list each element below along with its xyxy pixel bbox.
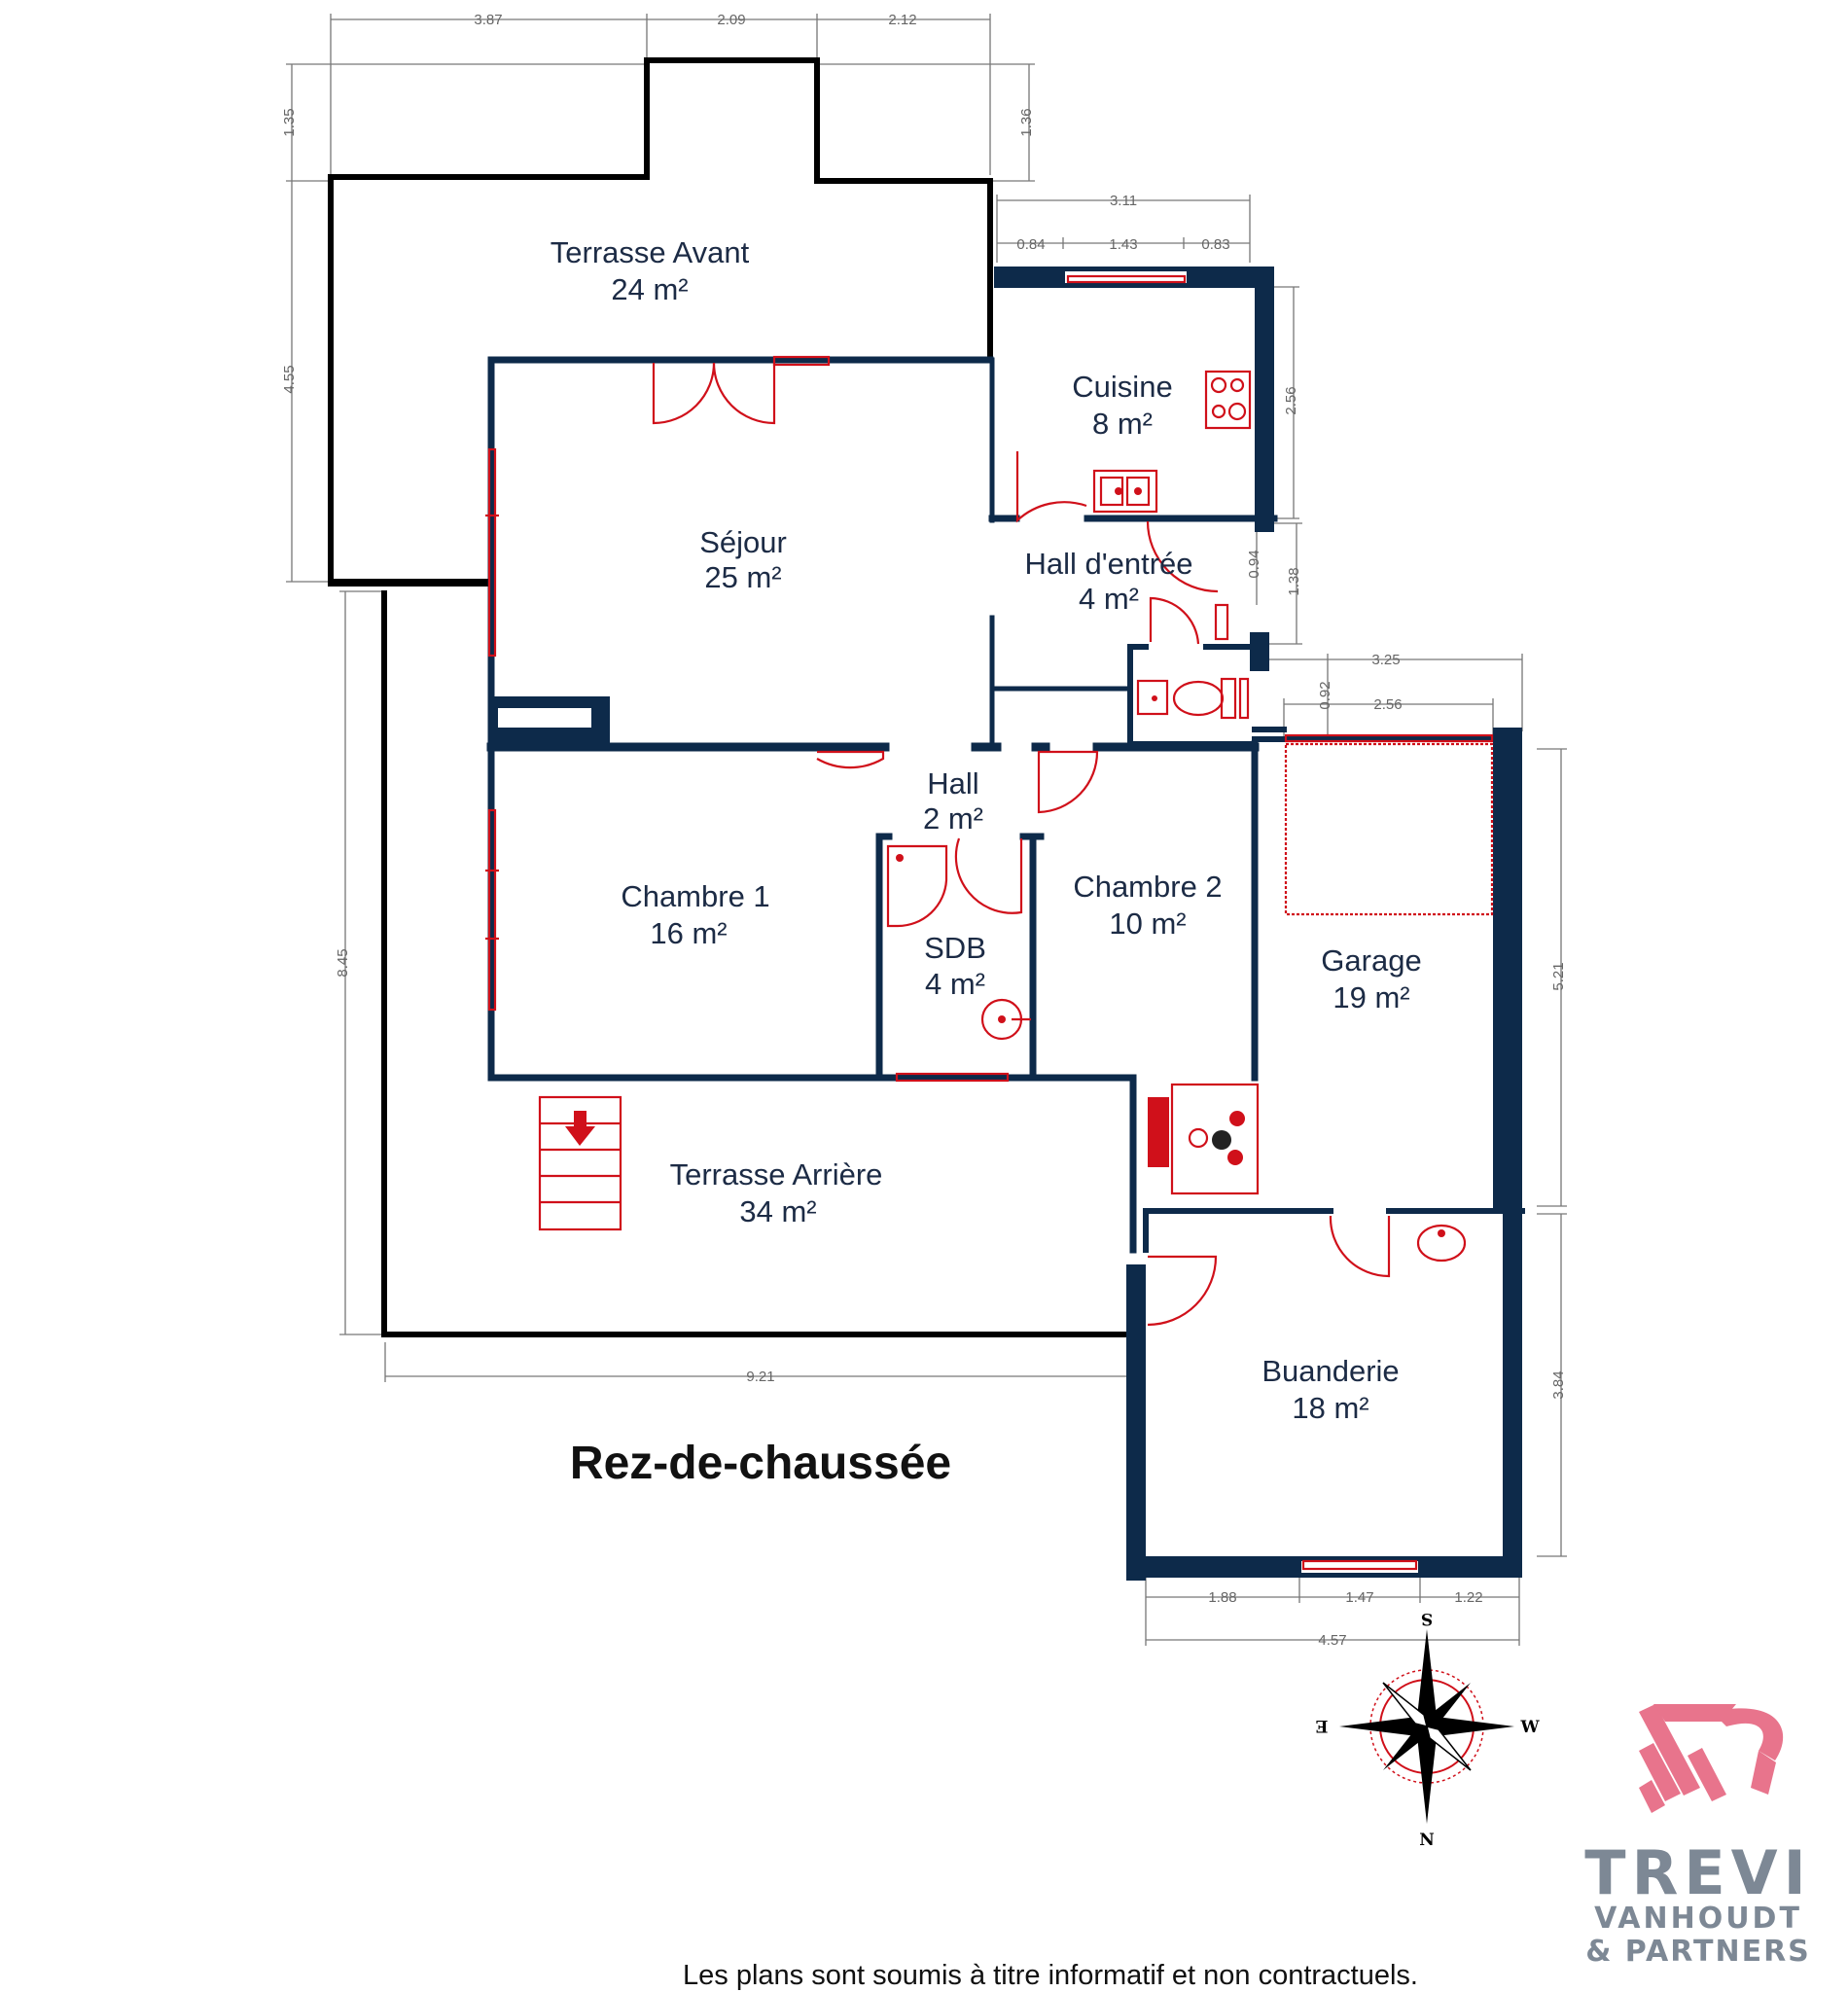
room-area-terrasse-arriere: 34 m² [739, 1194, 816, 1228]
room-area-hall: 2 m² [923, 801, 983, 836]
compass-rose-icon: S N E W [1315, 1609, 1540, 1850]
fixtures [485, 274, 1494, 1571]
room-area-buanderie: 18 m² [1292, 1391, 1368, 1425]
dim-top-right: 2.12 [888, 12, 916, 28]
room-name-hall-entree: Hall d'entrée [1024, 547, 1192, 581]
garage-wall-right [1493, 728, 1522, 1214]
logo-line2: VANHOUDT [1594, 1902, 1802, 1936]
house-walls [486, 267, 1525, 1581]
room-area-sdb: 4 m² [925, 967, 985, 1001]
wash-basin-icon [1416, 1224, 1467, 1263]
room-area-sejour: 25 m² [704, 560, 781, 594]
bathroom-window [895, 1072, 1010, 1083]
dim-kitchen-w1: 0.84 [1016, 236, 1045, 253]
boiler-icon [1148, 1083, 1260, 1195]
room-area-hall-entree: 4 m² [1079, 582, 1139, 616]
room-area-chambre-1: 16 m² [650, 916, 727, 950]
room-area-cuisine: 8 m² [1092, 407, 1153, 441]
room-name-sdb: SDB [924, 931, 986, 965]
wc-door [1149, 596, 1200, 645]
room-name-terrasse-avant: Terrasse Avant [551, 235, 750, 269]
room-name-hall: Hall [927, 766, 978, 800]
shower-icon [886, 844, 948, 928]
dim-hall-094: 0.94 [1246, 550, 1262, 578]
dim-rear-width: 9.21 [746, 1369, 774, 1385]
dimension-lines: 3.87 2.09 2.12 1.35 4.55 1.36 3.11 0.84 … [281, 12, 1567, 1649]
disclaimer-text: Les plans sont soumis à titre informatif… [683, 1960, 1418, 1991]
trevi-logo-mark-icon [1639, 1704, 1784, 1813]
car-space [1284, 742, 1494, 916]
room-name-terrasse-arriere: Terrasse Arrière [670, 1157, 883, 1192]
room-name-cuisine: Cuisine [1072, 370, 1172, 404]
kitchen-door [1015, 451, 1087, 523]
plan-title: Rez-de-chaussée [570, 1438, 951, 1489]
dim-top-mid: 2.09 [717, 12, 745, 28]
dim-top-left: 3.87 [474, 12, 502, 28]
bathroom-sink-icon [980, 998, 1031, 1041]
compass-w: W [1519, 1718, 1540, 1737]
laundry-ext-door [1147, 1255, 1218, 1327]
dim-laundry-w2: 1.47 [1345, 1589, 1373, 1606]
dim-kitchen-width: 3.11 [1110, 193, 1137, 209]
trevi-logo: TREVI VANHOUDT & PARTNERS [1584, 1704, 1811, 1969]
living-window [487, 447, 497, 658]
room-name-chambre-2: Chambre 2 [1073, 870, 1222, 904]
room-area-chambre-2: 10 m² [1109, 907, 1186, 941]
dim-left-bay: 1.35 [281, 108, 298, 136]
laundry-window [1301, 1559, 1418, 1571]
bedroom1-window [487, 808, 497, 1012]
room-area-garage: 19 m² [1333, 980, 1409, 1014]
room-name-garage: Garage [1321, 943, 1421, 978]
hall-door-right [1037, 750, 1099, 814]
compass-s: S [1421, 1609, 1433, 1628]
logo-line1: TREVI [1584, 1837, 1811, 1908]
stairs-icon [538, 1095, 622, 1231]
kitchen-window [1066, 274, 1187, 284]
dim-garage-depth: 5.21 [1550, 962, 1567, 990]
french-door [652, 362, 776, 425]
sink-icon [1092, 469, 1158, 514]
bathroom-door [954, 837, 1023, 914]
compass-n: N [1419, 1831, 1435, 1850]
room-name-chambre-1: Chambre 1 [621, 879, 769, 913]
terrace-outlines [328, 57, 1139, 1337]
dim-kitchen-depth: 2.56 [1283, 386, 1299, 414]
toilet-icon [1136, 677, 1250, 720]
dim-terrace-depth: 4.55 [281, 365, 298, 393]
hob-icon [1204, 370, 1252, 430]
entrance-door [1146, 520, 1219, 593]
logo-line3: & PARTNERS [1585, 1935, 1811, 1969]
dim-garage-width: 3.25 [1371, 652, 1400, 668]
dim-kitchen-w3: 0.83 [1201, 236, 1229, 253]
room-area-terrasse-avant: 24 m² [611, 272, 688, 306]
compass-e: E [1315, 1716, 1328, 1735]
room-name-sejour: Séjour [699, 525, 787, 559]
dim-hall-138: 1.38 [1286, 567, 1302, 595]
dim-right-bay: 1.36 [1018, 108, 1035, 136]
dim-rear-depth: 8.45 [335, 948, 351, 977]
room-name-buanderie: Buanderie [1262, 1354, 1399, 1388]
dim-garage-door: 2.56 [1373, 696, 1402, 713]
dim-laundry-width: 4.57 [1318, 1632, 1346, 1649]
dim-laundry-w3: 1.22 [1454, 1589, 1482, 1606]
dim-laundry-depth: 3.84 [1550, 1370, 1567, 1399]
dim-kitchen-w2: 1.43 [1109, 236, 1137, 253]
laundry-door [1329, 1215, 1391, 1278]
dim-laundry-w1: 1.88 [1208, 1589, 1236, 1606]
dim-garage-092: 0.92 [1317, 681, 1333, 709]
hall-door-left [816, 750, 885, 769]
room-labels: Terrasse Avant 24 m² Séjour 25 m² Cuisin… [551, 235, 1422, 1425]
garage-door [1284, 733, 1494, 743]
